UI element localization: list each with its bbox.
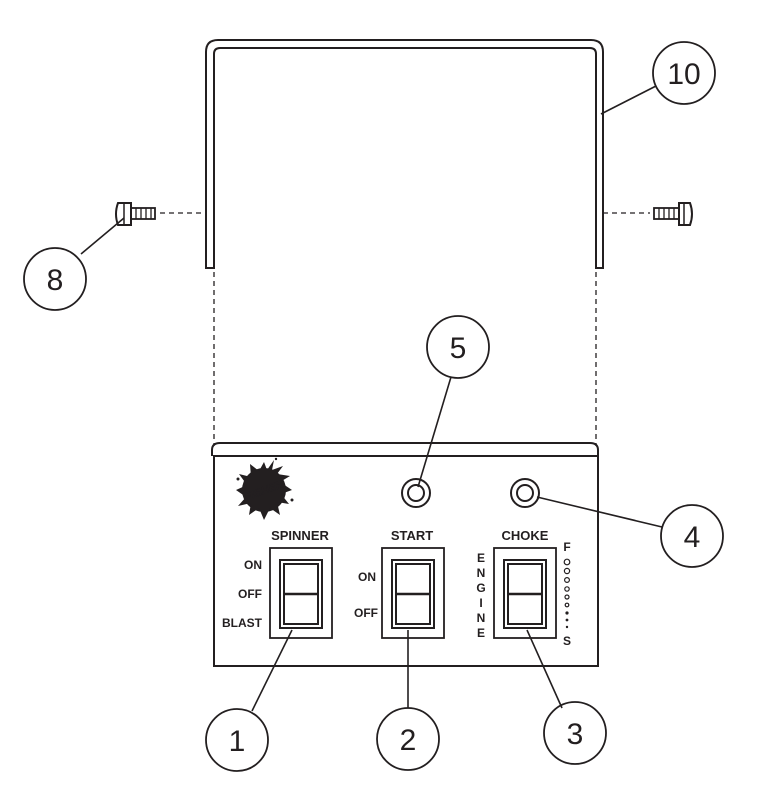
choke-fast-label: F bbox=[563, 540, 570, 554]
fisher-logo: FISHER bbox=[236, 457, 294, 520]
callout-5: 5 bbox=[426, 315, 490, 379]
leader-lines bbox=[80, 85, 663, 712]
start-off-label: OFF bbox=[354, 606, 378, 620]
engine-letter: E bbox=[477, 551, 485, 565]
callout-5-label: 5 bbox=[450, 332, 467, 365]
spinner-off-label: OFF bbox=[238, 587, 262, 601]
callout-10-label: 10 bbox=[667, 58, 700, 91]
spinner-blast-label: BLAST bbox=[222, 616, 263, 630]
choke-title: CHOKE bbox=[502, 528, 549, 543]
start-indicator-light bbox=[401, 478, 431, 508]
alignment-guides bbox=[160, 212, 650, 446]
engine-letter: G bbox=[476, 581, 485, 595]
callout-2-label: 2 bbox=[400, 724, 417, 757]
engine-letter: E bbox=[477, 626, 485, 640]
callout-3: 3 bbox=[543, 701, 607, 765]
choke-slow-label: S bbox=[563, 634, 571, 648]
spinner-switch[interactable]: SPINNER ON OFF BLAST bbox=[222, 528, 333, 639]
choke-switch[interactable]: CHOKE E N G I N E F S bbox=[476, 528, 571, 648]
spinner-on-label: ON bbox=[244, 558, 262, 572]
choke-speed-scale bbox=[563, 558, 571, 629]
callout-1: 1 bbox=[205, 708, 269, 772]
start-switch[interactable]: START ON OFF bbox=[354, 528, 445, 639]
callout-4-label: 4 bbox=[684, 521, 701, 554]
callout-8-label: 8 bbox=[47, 264, 64, 297]
callout-2: 2 bbox=[376, 707, 440, 771]
callout-8: 8 bbox=[23, 247, 87, 311]
screw-right-icon bbox=[653, 202, 693, 226]
choke-indicator-light bbox=[510, 478, 540, 508]
engine-letter: N bbox=[477, 566, 486, 580]
callout-1-label: 1 bbox=[229, 725, 246, 758]
start-on-label: ON bbox=[358, 570, 376, 584]
callout-4: 4 bbox=[660, 504, 724, 568]
mounting-bracket bbox=[205, 39, 604, 269]
control-panel bbox=[211, 442, 599, 667]
screw-left-icon bbox=[115, 202, 156, 226]
engine-letter: N bbox=[477, 611, 486, 625]
start-title: START bbox=[391, 528, 433, 543]
callout-3-label: 3 bbox=[567, 718, 584, 751]
spinner-title: SPINNER bbox=[271, 528, 329, 543]
engine-letter: I bbox=[479, 596, 482, 610]
callout-10: 10 bbox=[652, 41, 716, 105]
